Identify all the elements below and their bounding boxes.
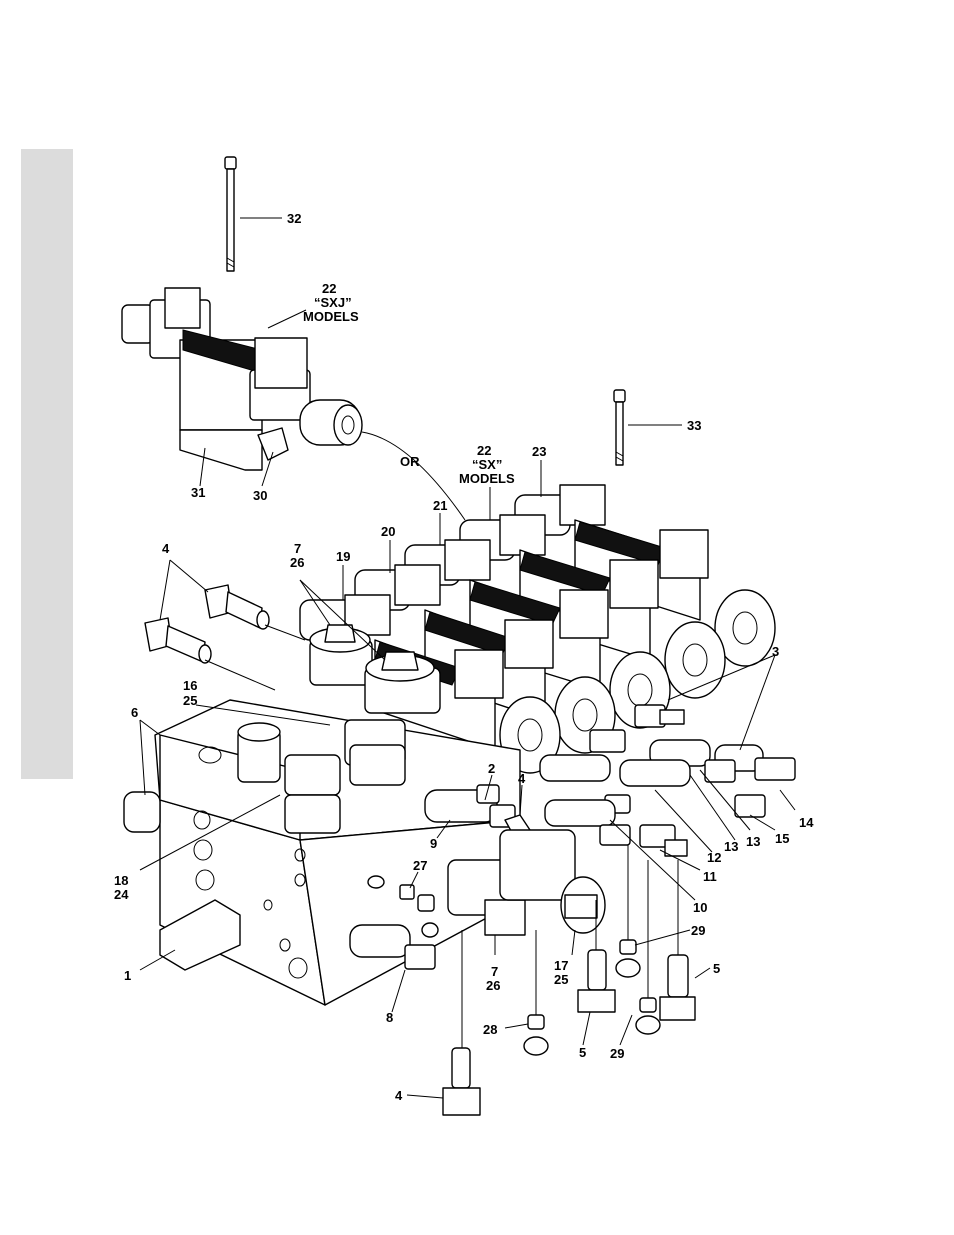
label-3: 3 — [772, 644, 779, 659]
label-21: 21 — [433, 498, 447, 513]
label-28: 28 — [483, 1022, 497, 1037]
label-32: 32 — [287, 211, 301, 226]
label-8: 8 — [386, 1010, 393, 1025]
label-7-top: 7 — [294, 541, 301, 556]
label-5-left: 5 — [579, 1045, 586, 1060]
cartridge-4-lower — [145, 618, 211, 663]
label-22-top: 22 — [322, 281, 336, 296]
label-or: OR — [400, 454, 420, 469]
label-10: 10 — [693, 900, 707, 915]
label-26-top: 26 — [290, 555, 304, 570]
label-sx: “SX” — [472, 457, 502, 472]
label-30: 30 — [253, 488, 267, 503]
label-4-top: 4 — [162, 541, 170, 556]
label-models-sx: MODELS — [459, 471, 515, 486]
coil-7-26 — [310, 625, 440, 713]
label-25-top: 25 — [183, 693, 197, 708]
label-19: 19 — [336, 549, 350, 564]
label-18: 18 — [114, 873, 128, 888]
label-14: 14 — [799, 815, 814, 830]
label-16: 16 — [183, 678, 197, 693]
label-24: 24 — [114, 887, 129, 902]
label-12: 12 — [707, 850, 721, 865]
label-27: 27 — [413, 858, 427, 873]
label-4-mid: 4 — [518, 771, 526, 786]
label-29-bottom: 29 — [610, 1046, 624, 1061]
bolt-32 — [225, 157, 236, 271]
label-20: 20 — [381, 524, 395, 539]
label-26-bottom: 26 — [486, 978, 500, 993]
plugs-29 — [616, 940, 660, 1034]
label-6: 6 — [131, 705, 138, 720]
label-25-bottom: 25 — [554, 972, 568, 987]
label-7-bottom: 7 — [491, 964, 498, 979]
label-33: 33 — [687, 418, 701, 433]
label-29-top: 29 — [691, 923, 705, 938]
label-13-right: 13 — [746, 834, 760, 849]
label-22-sx: 22 — [477, 443, 491, 458]
label-sxj: “SXJ” — [314, 295, 352, 310]
label-9: 9 — [430, 836, 437, 851]
label-17: 17 — [554, 958, 568, 973]
label-5-right: 5 — [713, 961, 720, 976]
label-models-top: MODELS — [303, 309, 359, 324]
label-1: 1 — [124, 968, 131, 983]
cartridge-5-left — [578, 950, 615, 1012]
label-2: 2 — [488, 761, 495, 776]
cartridge-4-upper — [205, 585, 269, 629]
label-15: 15 — [775, 831, 789, 846]
label-11: 11 — [703, 869, 717, 884]
bolt-33 — [614, 390, 625, 465]
label-4-bottom: 4 — [395, 1088, 403, 1103]
cartridge-4-bottom — [443, 1048, 480, 1115]
plug-28 — [524, 1015, 548, 1055]
label-13-left: 13 — [724, 839, 738, 854]
label-23: 23 — [532, 444, 546, 459]
cartridge-5-right — [660, 955, 695, 1020]
label-31: 31 — [191, 485, 205, 500]
